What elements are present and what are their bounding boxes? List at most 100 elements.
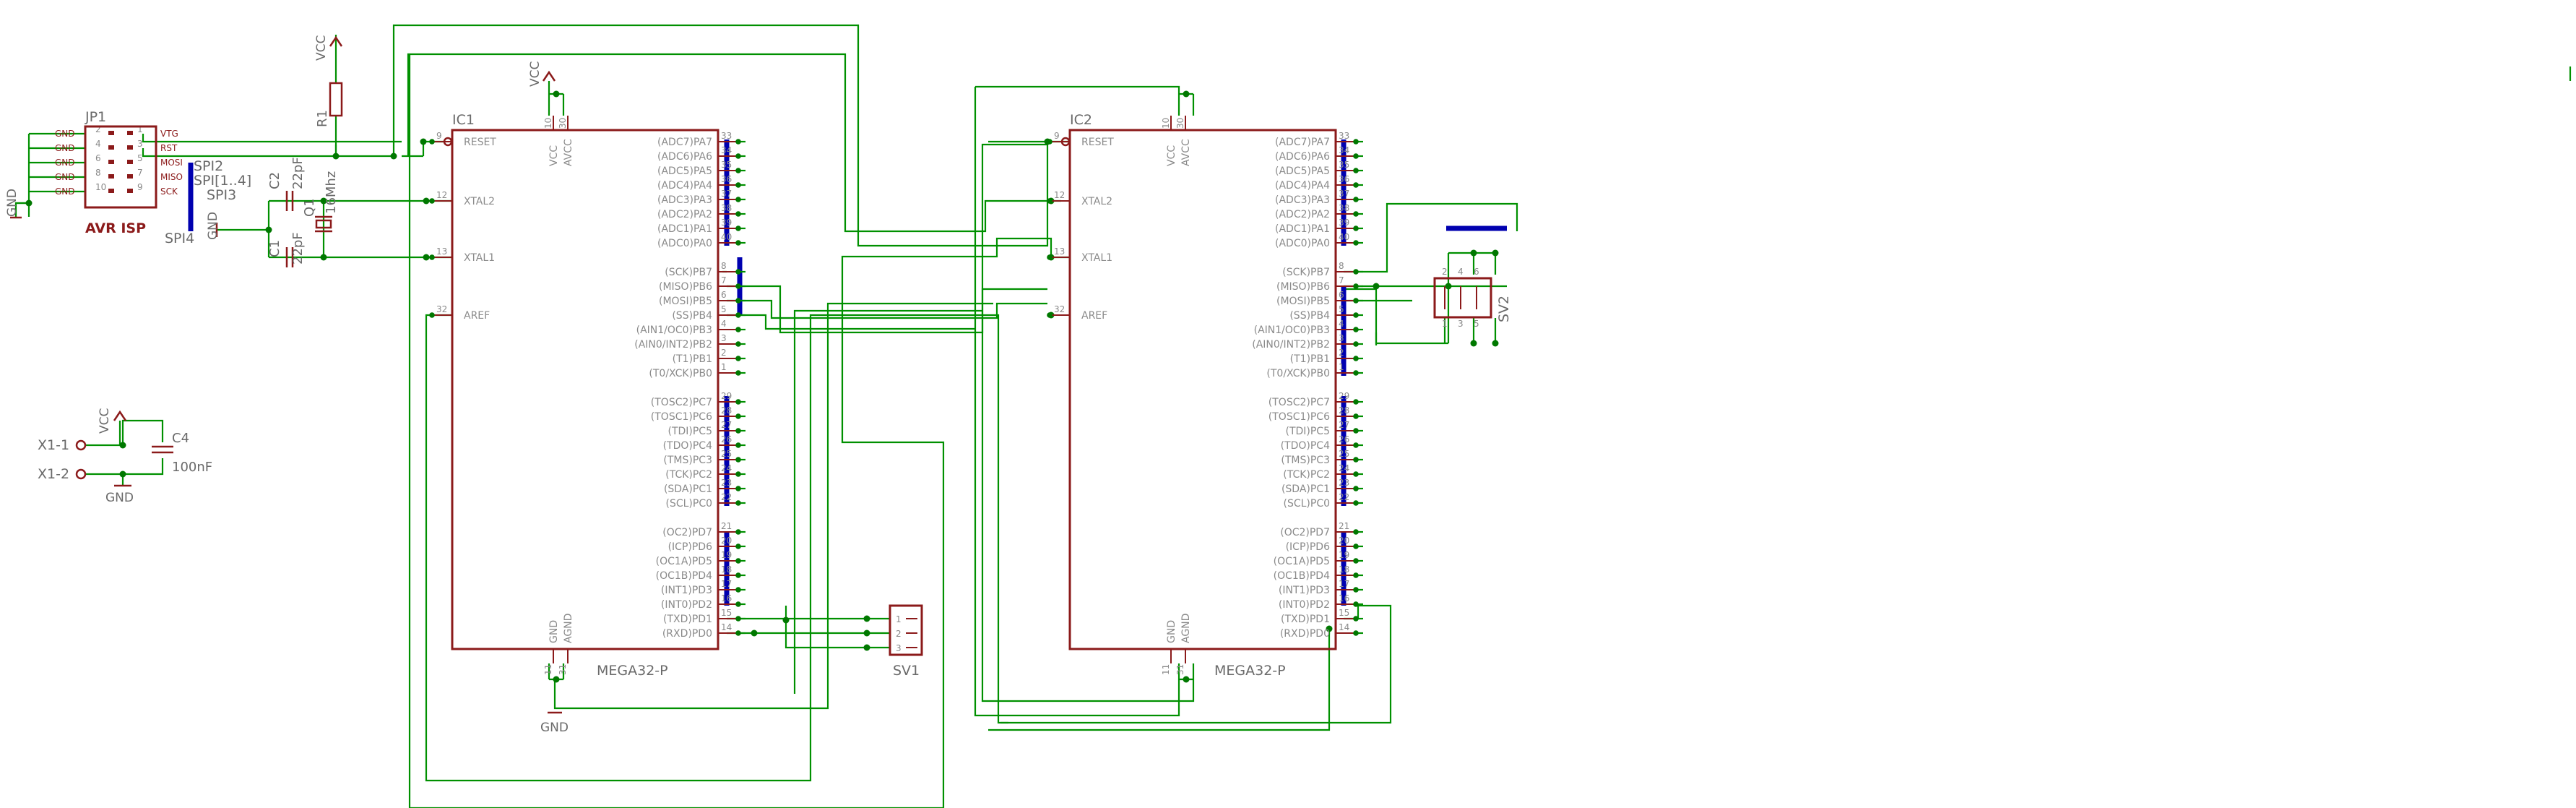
x1-1-label: X1-1: [38, 437, 69, 453]
ic2-pin-dot: [1353, 370, 1359, 376]
jp1-pin-number: 6: [95, 153, 101, 163]
jp1-body: [84, 125, 157, 209]
ic1-pin-name: (TDI)PC5: [667, 426, 712, 437]
vcc-label-ic1: VCC: [528, 61, 543, 87]
jp1-header: JP1 AVR ISP: [85, 109, 146, 236]
ic2-pin-dot: [1353, 486, 1359, 491]
ic2-pin-number: 14: [1339, 622, 1349, 632]
jp1-pin-pad: [127, 174, 133, 179]
ic2-pin-name: (ADC5)PA5: [1275, 166, 1330, 177]
ic1-pin-number: 1: [721, 362, 727, 372]
vcc-arrow-r1: [329, 35, 343, 47]
ic1-pin-number: 36: [721, 174, 732, 184]
jp1-value: AVR ISP: [85, 220, 146, 236]
ic1-pin-dot: [735, 616, 741, 622]
ic2-pin-number: 12: [1054, 190, 1065, 200]
jp1-right-label: MISO: [160, 172, 183, 182]
ic1-pin-dot: [735, 240, 741, 246]
ic1-pin-name: AGND: [563, 614, 574, 643]
ic1-pin-dot: [735, 457, 741, 463]
ic2-pin-name: (OC1A)PD5: [1274, 556, 1330, 567]
ic2-pin-name: (MISO)PB6: [1276, 281, 1330, 293]
jp1-pin-pad: [127, 145, 133, 150]
ic1-pin-name: (TCK)PC2: [665, 469, 712, 481]
x1-2-label: X1-2: [38, 466, 69, 482]
spi-bus-label: SPI[1..4]: [194, 173, 251, 189]
ic2-pin-name: (SCL)PC0: [1283, 498, 1330, 510]
ic2-pin-dot: [1353, 298, 1359, 304]
jp1-pin-pad: [108, 160, 114, 164]
ic1-pin-name: (ADC3)PA3: [657, 194, 712, 206]
ic1-pin-dot: [735, 211, 741, 217]
ic2-pin-name: (TOSC1)PC6: [1268, 411, 1330, 423]
ic1-chip: IC1MEGA32-P9RESET12XTAL213XTAL132AREF10V…: [429, 112, 745, 679]
sv2-pin-number: 3: [1458, 319, 1464, 329]
jp1-pin-number: 10: [95, 182, 106, 192]
ic2-pin-dot: [1353, 312, 1359, 318]
ic2-pin-dot: [1353, 572, 1359, 578]
ic1-pin-number: 37: [721, 189, 732, 199]
vcc-arrow-ic1: [542, 70, 556, 82]
ic2-pin-name: (INT0)PD2: [1279, 599, 1330, 611]
ic2-pin-dot: [1353, 225, 1359, 231]
ic1-pin-name: (TXD)PD1: [663, 614, 712, 625]
ic1-pin-name: (T0/XCK)PB0: [649, 368, 712, 379]
ic2-pin-number: 33: [1339, 131, 1349, 141]
ic1-pin-name: (TDO)PC4: [663, 440, 712, 452]
spi4-label: SPI4: [165, 231, 194, 246]
ic2-pin-name: (TOSC2)PC7: [1268, 397, 1330, 408]
jp1-pin-number: 9: [137, 182, 143, 192]
ic1-pin-name: (TOSC1)PC6: [651, 411, 712, 423]
ic1-pin-name: (SDA)PC1: [664, 483, 712, 495]
ic1-pin-number: 7: [721, 275, 727, 285]
ic2-pin-number: 35: [1339, 160, 1349, 170]
sv1-pin-number: 1: [896, 614, 902, 624]
ic2-pin-dot: [1353, 356, 1359, 361]
jp1-pin-pad: [127, 160, 133, 164]
r1-body: [329, 82, 343, 117]
ic2-body: [1068, 129, 1337, 650]
ic1-pin-name: (MISO)PB6: [659, 281, 712, 293]
ic2-pin-dot: [1353, 529, 1359, 535]
ic2-pin-dot: [1353, 153, 1359, 159]
sv2-pin-number: 4: [1458, 267, 1464, 277]
ic1-pin-number: 25: [721, 449, 732, 459]
ic1-pin-number: 3: [721, 333, 727, 343]
ic2-pin-number: 31: [1175, 664, 1185, 675]
ic1-pin-name: (ADC5)PA5: [657, 166, 712, 177]
jp1-pin-pad: [108, 145, 114, 150]
ic1-pin-name: (T1)PB1: [673, 353, 712, 365]
ic1-pin-name: XTAL1: [464, 252, 495, 264]
ic1-pin-dot: [735, 601, 741, 607]
ic2-pin-dot: [1047, 312, 1053, 318]
ic2-pin-number: 32: [1054, 304, 1065, 314]
ic1-pin-dot: [735, 182, 741, 188]
net-wires: [14, 24, 2572, 808]
ic1-pin-number: 23: [721, 478, 732, 488]
ic1-pin-number: 28: [721, 405, 732, 416]
ic2-pin-dot: [1353, 630, 1359, 636]
ic2-pin-dot: [1353, 616, 1359, 622]
ic1-pin-dot: [735, 630, 741, 636]
ic2-chip: IC2MEGA32-P9RESET12XTAL213XTAL132AREF10V…: [1047, 112, 1363, 679]
ic2-pin-dot: [1047, 254, 1053, 260]
ic1-body: [451, 129, 719, 650]
ic2-pin-dot: [1353, 587, 1359, 593]
ic1-pin-number: 29: [721, 391, 732, 401]
ic1-pin-dot: [735, 370, 741, 376]
ic2-pin-number: 28: [1339, 405, 1349, 416]
ic1-pin-number: 24: [721, 463, 732, 473]
x1-2-pad: [75, 468, 87, 480]
vcc-label-r1: VCC: [314, 35, 329, 61]
ic2-pin-number: 40: [1339, 232, 1349, 242]
ic2-pin-name: (ADC1)PA1: [1275, 223, 1330, 235]
ic2-pin-name: XTAL2: [1081, 196, 1112, 207]
ic1-pin-name: (INT0)PD2: [661, 599, 712, 611]
ic2-pin-number: 20: [1339, 536, 1349, 546]
ic2-pin-number: 1: [1339, 362, 1344, 372]
ic2-pin-dot: [1353, 197, 1359, 202]
jp1-pin-number: 2: [95, 124, 101, 134]
jp1-pin-number: 5: [137, 153, 143, 163]
spi3-label: SPI3: [207, 187, 236, 203]
